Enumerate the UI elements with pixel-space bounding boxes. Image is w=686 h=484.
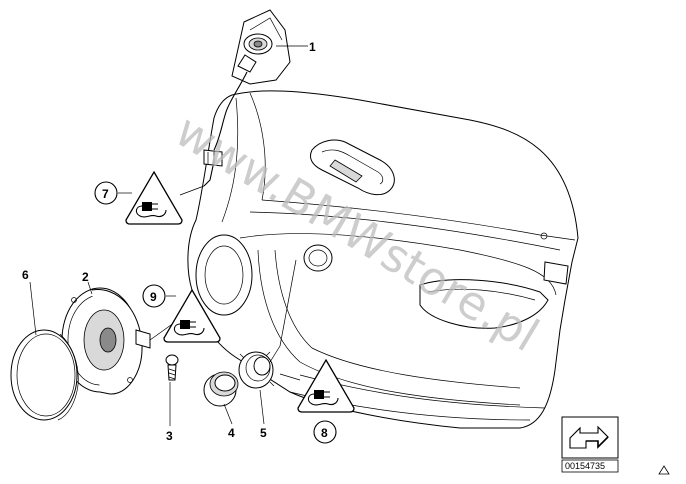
callout-circle-9 — [142, 284, 166, 308]
warning-triangle-9 — [163, 288, 221, 343]
callout-circle-7 — [94, 181, 118, 205]
callout-circle-8 — [313, 420, 337, 444]
callout-5: 5 — [260, 426, 267, 440]
warning-triangle-7 — [125, 170, 183, 225]
callout-2: 2 — [82, 270, 89, 284]
callout-6: 6 — [22, 268, 29, 282]
callout-8: 8 — [321, 426, 328, 440]
arrow-nav-icon — [569, 425, 609, 449]
callout-3: 3 — [166, 429, 173, 443]
callout-7: 7 — [102, 187, 109, 201]
callout-4: 4 — [228, 426, 235, 440]
screw — [165, 354, 179, 381]
tweeter-speaker — [213, 33, 273, 151]
callout-labels: 1 2 3 4 5 6 7 8 9 — [22, 40, 337, 444]
catalog-code: 00154735 — [565, 461, 605, 471]
warning-triangle-plug-icon — [307, 390, 339, 406]
door-trim-panel — [187, 9, 579, 429]
door-speaker — [61, 287, 151, 395]
wiring-connector — [203, 149, 223, 187]
speaker-adapter-ring — [238, 351, 275, 389]
warning-triangle-plug-icon — [173, 320, 205, 336]
callout-9: 9 — [150, 290, 157, 304]
warning-triangle-plug-icon — [135, 202, 167, 218]
speaker-grille — [10, 329, 79, 421]
callout-1: 1 — [309, 40, 316, 54]
speaker-grommet — [203, 371, 239, 407]
nav-arrow-box: 00154735 — [561, 416, 619, 473]
warning-triangle-8 — [297, 358, 355, 413]
triangle-marker-icon — [658, 465, 670, 475]
